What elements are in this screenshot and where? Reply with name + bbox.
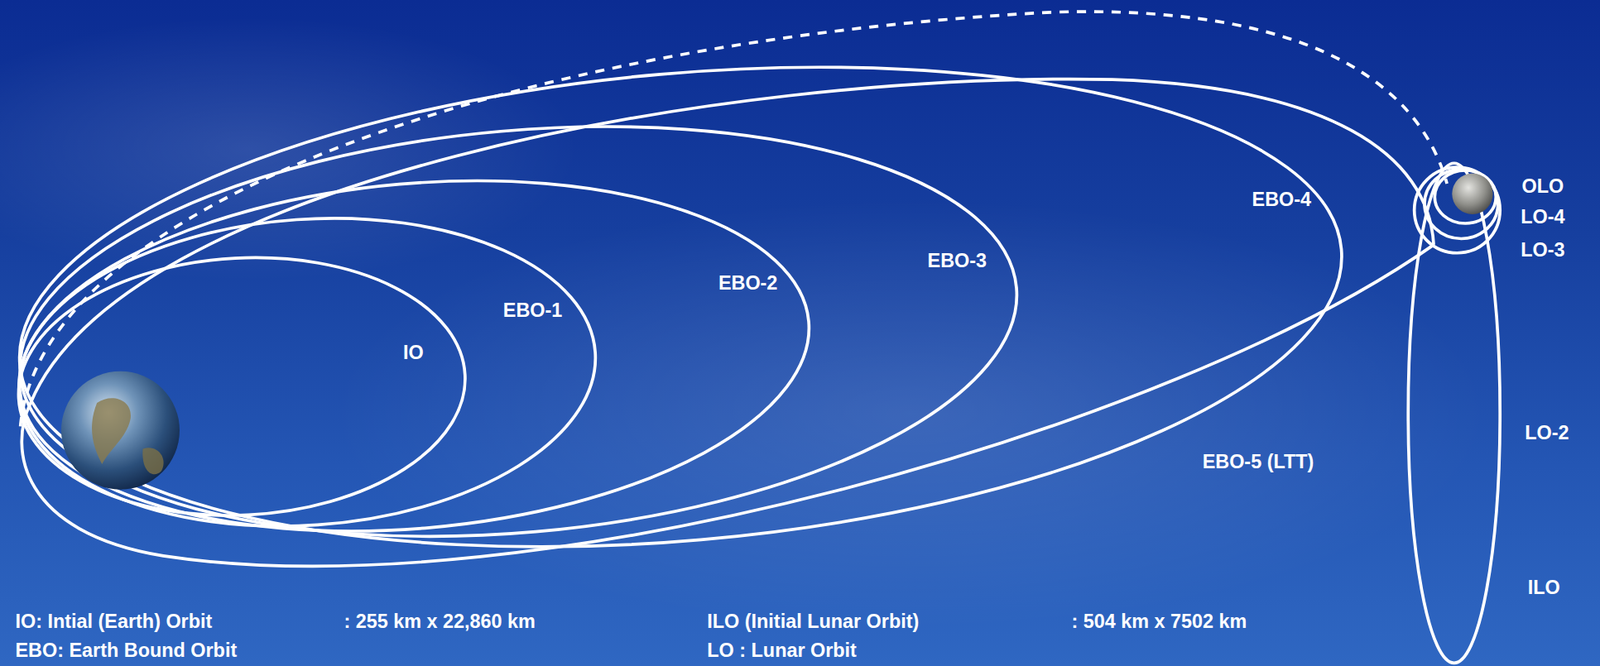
lunar-orbit [1424, 169, 1499, 240]
orbit-dimension: : 255 km x 22,860 km [343, 611, 535, 634]
orbit-label: LO-4 [1520, 206, 1565, 229]
orbit-label: ILO [1527, 577, 1561, 600]
abbreviation-note: EBO: Earth Bound Orbit [15, 640, 238, 663]
orbit-label: EBO-1 [503, 300, 563, 322]
earth-orbit [8, 199, 606, 546]
orbit-label: IO [403, 342, 424, 365]
abbreviation-note: IO: Intial (Earth) Orbit [15, 611, 213, 634]
lunar-orbit [1414, 167, 1501, 254]
moon [1451, 173, 1493, 215]
earth-orbit [4, 149, 824, 563]
transfer-orbit [21, 79, 1434, 567]
lunar-orbit [1407, 163, 1500, 664]
orbit-label: LO-3 [1520, 240, 1565, 262]
earth-orbit [2, 87, 1034, 576]
orbit-label: OLO [1522, 176, 1565, 198]
abbreviation-note: LO : Lunar Orbit [706, 640, 857, 663]
cloud [331, 198, 1490, 630]
orbit-label: EBO-5 (LTT) [1202, 451, 1315, 474]
orbit-label: LO-2 [1524, 422, 1569, 445]
orbit-label: EBO-3 [927, 250, 988, 273]
earth-orbit [0, 16, 1362, 598]
earth-land [142, 447, 164, 475]
orbit-label: EBO-2 [718, 273, 779, 295]
dashed-trajectory [20, 11, 1447, 427]
earth [61, 371, 180, 491]
lunar-orbit [1434, 170, 1496, 224]
orbit-dimension: : 504 km x 7502 km [1071, 611, 1247, 634]
abbreviation-note: ILO (Initial Lunar Orbit) [706, 611, 919, 634]
orbit-label: EBO-4 [1252, 189, 1312, 212]
earth-land [91, 398, 131, 465]
